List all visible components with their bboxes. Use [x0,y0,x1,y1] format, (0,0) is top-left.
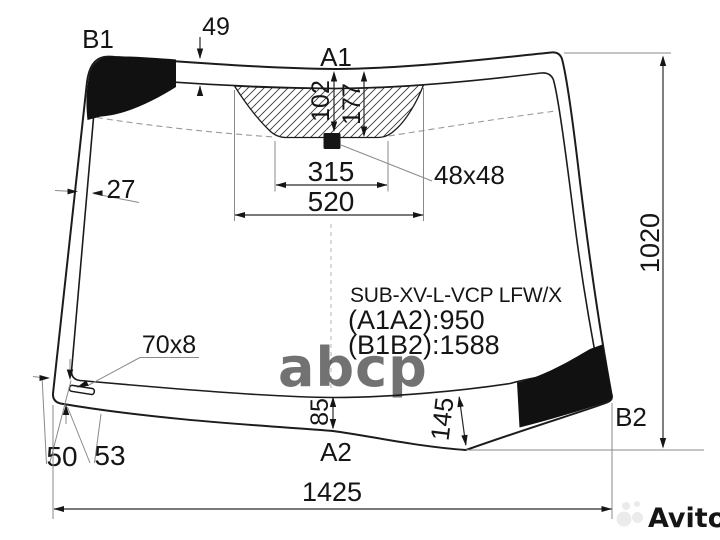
point-label-b1: B1 [82,24,114,54]
dim-70x8: 70x8 [76,331,199,388]
dim-53-label: 53 [94,440,125,471]
avito-logo-dot [622,502,630,510]
dim-315: 315 [274,141,389,192]
dim-48x48: 48x48 [340,144,505,190]
dim-1425-label: 1425 [302,477,362,507]
dim-177: 177 [338,71,368,137]
dim-49: 49 [196,13,230,96]
avito-watermark: Avito [616,501,720,534]
dim-1425: 1425 [52,403,613,519]
windshield-outer-edge [51,51,613,452]
part-info: SUB-XV-L-VCP LFW/X (A1A2):950 (B1B2):158… [348,284,562,360]
frit-hatch-area [233,84,425,139]
point-label-a1: A1 [320,42,352,72]
dim-145: 145 [425,396,468,446]
dim-1020: 1020 [466,52,704,451]
dim-315-label: 315 [308,156,355,187]
dim-48x48-label: 48x48 [434,160,505,190]
dim-520: 520 [234,88,424,221]
dim-85: 85 [306,396,337,430]
dim-27: 27 [54,174,140,204]
dim-177-label: 177 [338,83,366,125]
part-code: SUB-XV-L-VCP LFW/X [350,284,562,307]
b1-corner-band [86,56,176,120]
point-label-b2: B2 [615,402,647,432]
dim-1020-label: 1020 [635,213,665,273]
part-a1a2: (A1A2):950 [348,305,485,335]
dim-70x8-label: 70x8 [142,331,196,359]
point-label-a2: A2 [320,437,352,467]
b2-corner-band [517,344,612,428]
dim-102-label: 102 [307,80,335,122]
dim-145-label: 145 [425,396,460,443]
part-b1b2: (B1B2):1588 [348,330,500,360]
dim-50: 50 [32,359,78,472]
dim-27-label: 27 [107,174,136,204]
avito-logo-dot [632,512,643,523]
windshield-outline [51,51,613,452]
sensor-square [323,133,341,149]
fold-dashline-left [96,116,275,138]
dim-50-label: 50 [46,441,77,472]
avito-logo-dot [634,501,640,507]
dim-520-label: 520 [308,186,355,217]
dim-102: 102 [307,71,338,132]
dim-53: 53 [62,404,126,471]
abcp-watermark: abcp [278,336,428,399]
dim-85-label: 85 [306,398,334,426]
dim-49-label: 49 [202,13,230,41]
fold-dashline-right [388,110,557,137]
avito-logo-dot [616,511,632,527]
avito-watermark-text: Avito [648,503,720,534]
